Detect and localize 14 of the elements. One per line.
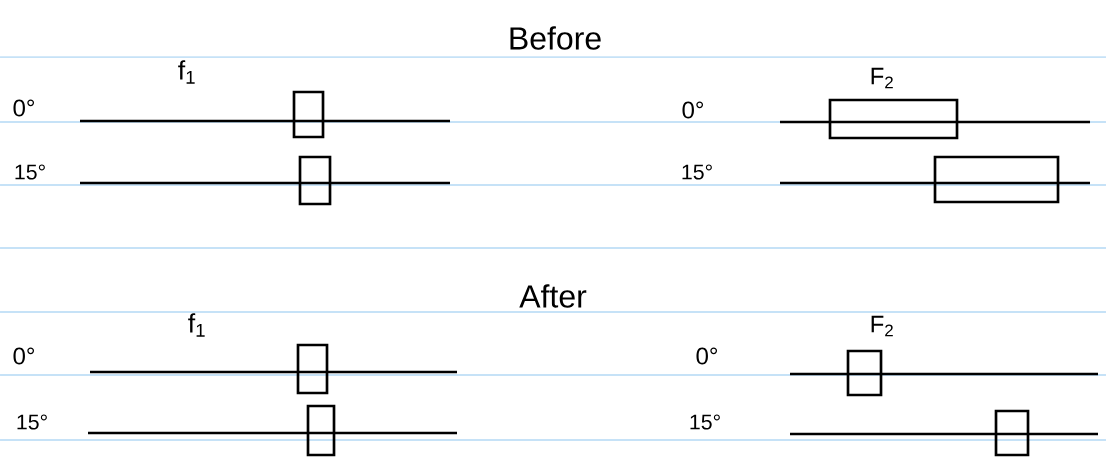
label: 15° xyxy=(15,164,45,180)
label: 0° xyxy=(13,99,35,117)
label: 0° xyxy=(682,101,704,119)
label: F$_{2}$ xyxy=(871,67,893,89)
label: 0° xyxy=(13,347,35,365)
label: Before xyxy=(510,26,601,50)
label: f$_{1}$ xyxy=(188,313,205,337)
label: F$_{2}$ xyxy=(871,315,893,337)
label: 15° xyxy=(690,414,720,430)
label: 15° xyxy=(682,164,712,180)
label: f$_{1}$ xyxy=(178,60,195,84)
label: After xyxy=(519,284,587,308)
label: 15° xyxy=(17,414,47,430)
label: 0° xyxy=(696,347,718,365)
